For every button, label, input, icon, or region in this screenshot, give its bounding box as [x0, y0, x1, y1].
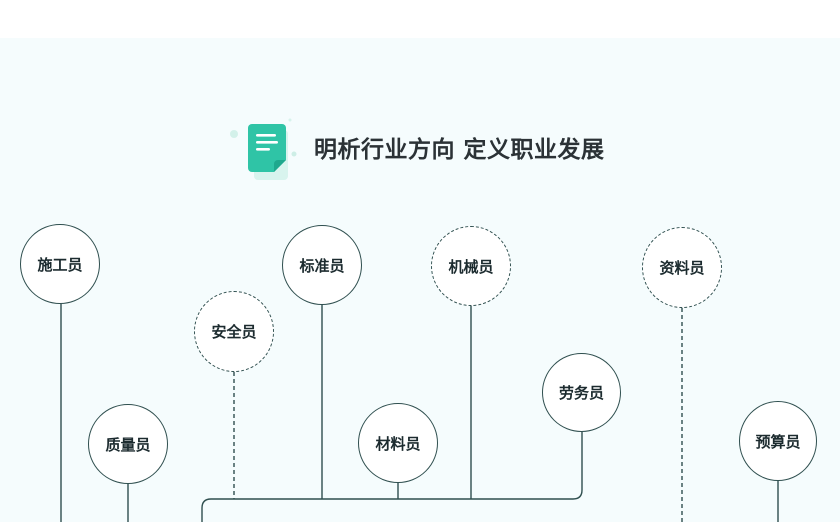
role-node-jixie[interactable]: 机械员	[431, 226, 511, 306]
role-label: 劳务员	[558, 384, 604, 402]
role-label: 施工员	[37, 255, 83, 274]
role-node-zhiliang[interactable]: 质量员	[88, 404, 168, 484]
role-node-anquan[interactable]: 安全员	[194, 291, 274, 372]
main-branch	[201, 432, 583, 522]
page-title: 明析行业方向 定义职业发展	[314, 137, 605, 163]
role-label: 机械员	[448, 257, 494, 276]
document-icon	[230, 118, 297, 180]
role-node-shigong[interactable]: 施工员	[20, 224, 100, 304]
role-node-yusuan[interactable]: 预算员	[739, 401, 817, 481]
role-label: 材料员	[375, 434, 421, 453]
role-node-laowu[interactable]: 劳务员	[542, 353, 621, 432]
role-label: 质量员	[105, 435, 151, 454]
role-node-ziliao[interactable]: 资料员	[642, 227, 722, 308]
role-label: 标准员	[299, 256, 345, 275]
role-label: 预算员	[755, 432, 801, 451]
top-band	[0, 0, 840, 38]
role-label: 安全员	[211, 323, 257, 341]
role-label: 资料员	[659, 259, 705, 277]
role-node-cailiao[interactable]: 材料员	[358, 403, 438, 483]
role-node-biaozhun[interactable]: 标准员	[282, 225, 362, 305]
